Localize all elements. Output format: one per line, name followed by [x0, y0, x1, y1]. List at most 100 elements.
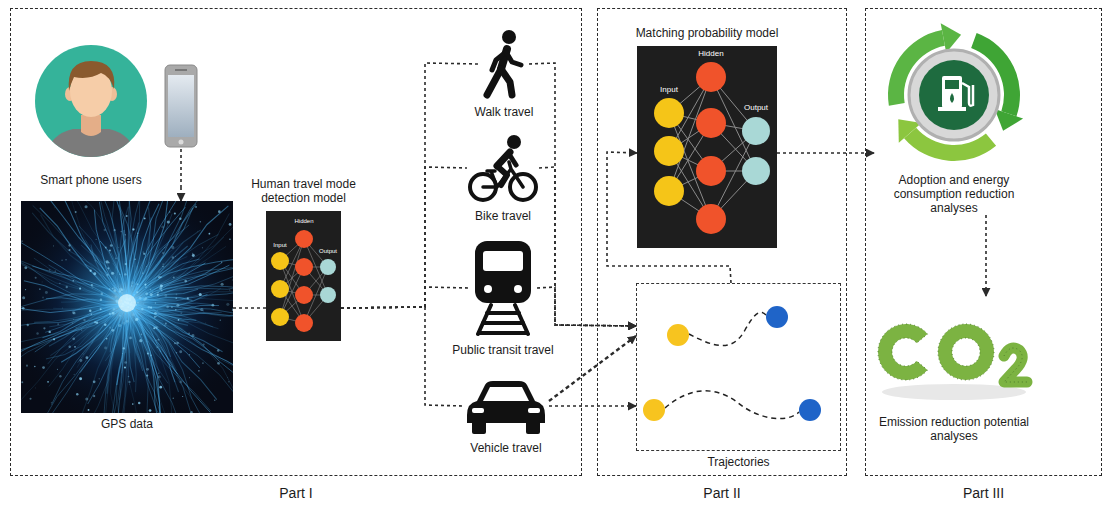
graphic-part [22, 307, 25, 310]
graphic-part [160, 276, 162, 278]
graphic-part [89, 270, 91, 272]
graphic-part [919, 60, 989, 130]
node-caption: Matching probability model [607, 26, 807, 40]
graphic-part [35, 387, 37, 389]
graphic-part [145, 284, 146, 285]
graphic-part [139, 297, 142, 300]
graphic-part [171, 306, 173, 308]
graphic-part [129, 337, 132, 340]
text-holder: Hidden [284, 218, 324, 225]
graphic-part [176, 342, 179, 345]
graphic-part [82, 353, 83, 354]
graphic-part [179, 140, 184, 145]
graphic-part [134, 259, 135, 260]
travel-mode-icon: Walk travel [479, 29, 529, 99]
graphic-part [192, 254, 195, 257]
layer-label: Output [743, 104, 769, 113]
graphic-part [100, 299, 103, 302]
graphic-part [34, 303, 124, 322]
graphic-part [467, 381, 545, 423]
graphic-part [472, 408, 484, 413]
graphic-part [654, 136, 684, 166]
graphic-part [105, 247, 107, 249]
analysis-icon [874, 21, 1034, 169]
graphic-part [156, 346, 158, 348]
graphic-part [116, 308, 117, 309]
graphic-part [88, 409, 90, 411]
graphic-part [59, 283, 60, 284]
graphic-part [68, 249, 70, 251]
graphic-part [115, 258, 117, 260]
graphic-part [154, 312, 157, 315]
mode-icon [479, 29, 529, 99]
graphic-part [104, 229, 107, 232]
text-holder: Input [260, 242, 300, 249]
graphic-part [145, 297, 147, 299]
graphic-part [173, 398, 174, 399]
graphic-part [158, 339, 160, 341]
graphic-part [104, 302, 124, 413]
graphic-part [125, 306, 161, 413]
graphic-part [995, 109, 1023, 131]
neural-network-node: Matching probability modelInputHiddenOut… [637, 46, 777, 248]
graphic-part [162, 266, 163, 267]
graphic-part [484, 285, 492, 293]
text-holder: Public transit travel [452, 343, 553, 357]
graphic-part [67, 201, 127, 300]
node-caption: Bike travel [475, 209, 531, 223]
graphic-part [158, 372, 160, 374]
graphic-part [938, 324, 994, 380]
graphic-part [742, 157, 770, 185]
node-caption: Public transit travel [452, 343, 553, 357]
graphic-part [665, 391, 799, 419]
graphic-part [129, 246, 226, 304]
graphic-part [147, 341, 148, 342]
graphic-part [112, 312, 115, 315]
graphic-part [514, 285, 522, 293]
graphic-part [188, 333, 190, 335]
trajectories-box: Trajectories [636, 283, 841, 451]
graphic-part [174, 342, 176, 344]
graphic-part [106, 260, 109, 263]
graphic-part [179, 218, 181, 220]
graphic-part [226, 303, 229, 306]
graphic-part [49, 269, 51, 271]
text-holder: Part I [11, 485, 581, 501]
part-panel: Part ISmart phone usersGPS dataHuman tra… [10, 8, 582, 476]
graphic-part [114, 229, 116, 231]
graphic-part [137, 302, 138, 303]
graphic-part [128, 208, 192, 306]
text-holder: Matching probability model [607, 26, 807, 40]
graphic-part [136, 283, 138, 285]
graphic-part [132, 265, 133, 266]
graphic-part [472, 421, 486, 434]
graphic-part [799, 399, 821, 421]
graphic-part [139, 339, 142, 342]
graphic-part [142, 272, 143, 273]
flow-arrow [341, 63, 479, 308]
mode-icon [467, 133, 539, 203]
graphic-part [167, 220, 170, 223]
graphic-part [25, 289, 26, 290]
graphic-part [178, 319, 180, 321]
flow-arrow [549, 405, 636, 407]
graphic-part [130, 201, 168, 302]
graphic-part [127, 259, 233, 300]
graphic-part [182, 396, 183, 397]
graphic-part [128, 383, 130, 385]
graphic-part [218, 210, 221, 213]
graphic-part [75, 211, 77, 213]
graphic-part [79, 359, 82, 362]
flow-arrow [233, 307, 266, 309]
graphic-part [115, 310, 116, 311]
graphic-part [166, 306, 169, 309]
graphic-part [112, 288, 113, 289]
graphic-part [227, 377, 229, 379]
graphic-part [1004, 348, 1027, 382]
graphic-part [35, 277, 37, 279]
text-holder: Output [308, 248, 348, 255]
graphic-part [145, 292, 148, 295]
graphic-part [159, 287, 162, 290]
graphic-part [59, 375, 61, 377]
